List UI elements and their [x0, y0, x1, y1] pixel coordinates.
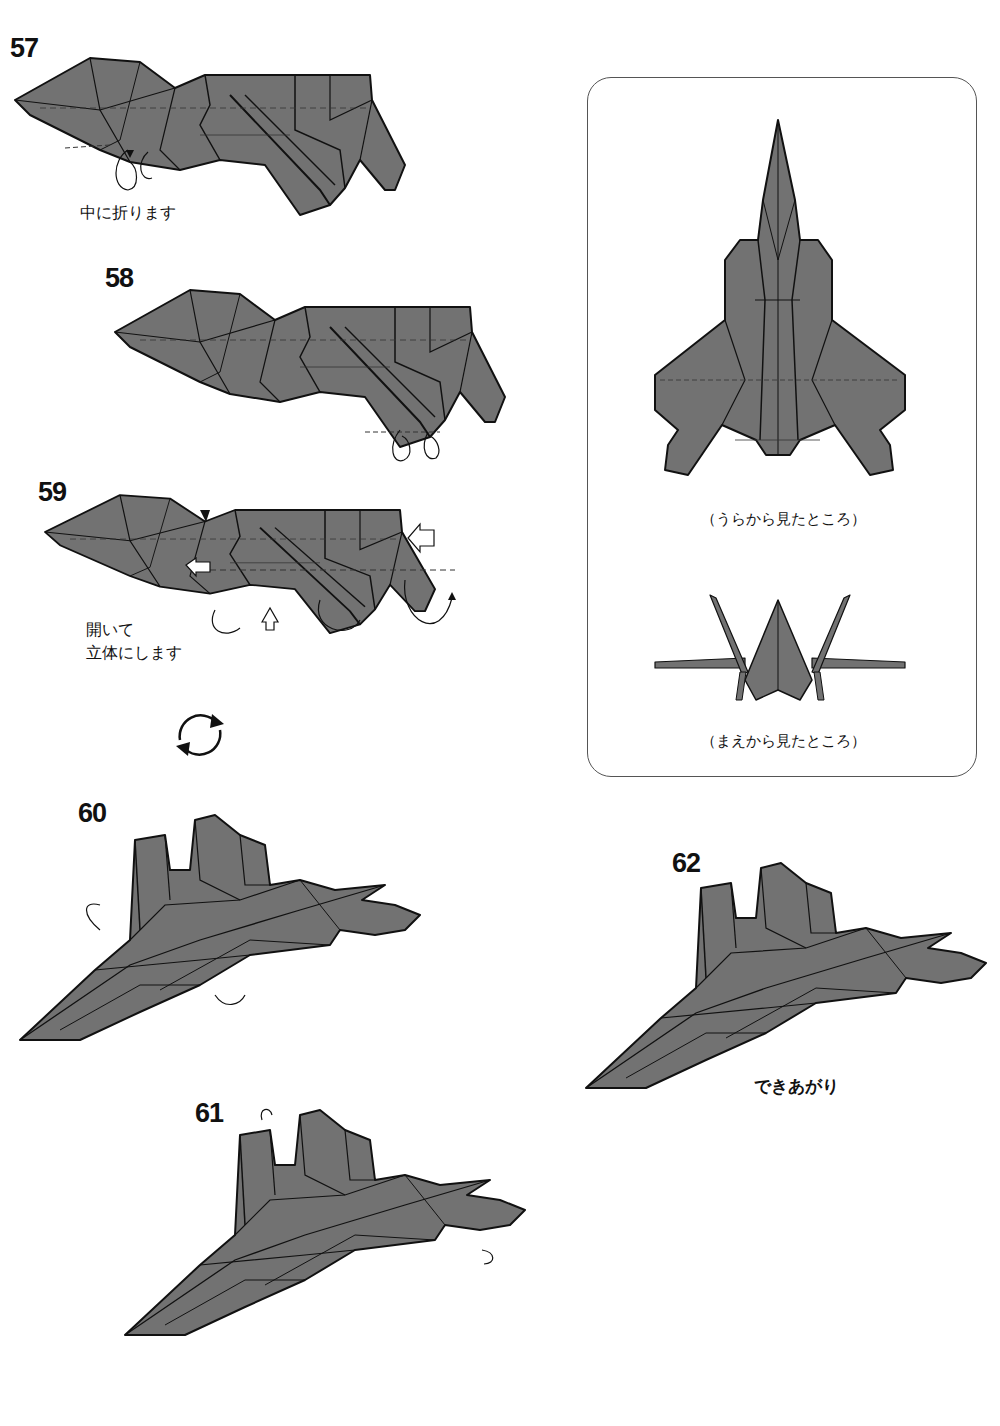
step-number: 61	[195, 1098, 223, 1129]
top-view-model	[655, 120, 905, 475]
step-number: 59	[38, 477, 66, 508]
step-number: 58	[105, 263, 133, 294]
step-number: 60	[78, 798, 106, 829]
front-view-model	[655, 595, 905, 700]
step-note: 中に折ります	[80, 203, 176, 224]
view-panel: （うらから見たところ） （まえから見たところ）	[587, 77, 977, 777]
step-number: 62	[672, 848, 700, 879]
view-caption: （まえから見たところ）	[701, 732, 866, 751]
finished-label: できあがり	[754, 1075, 839, 1098]
step-number: 57	[10, 33, 38, 64]
view-caption: （うらから見たところ）	[701, 510, 866, 529]
step-note: 開いて 立体にします	[86, 618, 192, 664]
